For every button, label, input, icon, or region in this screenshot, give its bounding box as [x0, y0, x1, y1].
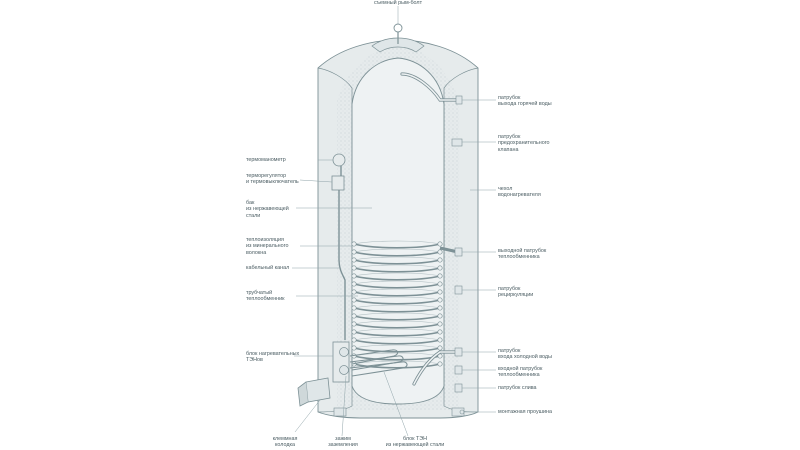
coil-tube-section	[351, 345, 357, 351]
coil-tube-section	[351, 241, 357, 247]
coil-tube-section	[351, 265, 357, 271]
label-top-bolt: съемный рым-болт	[373, 0, 423, 6]
coil-tube-section	[351, 313, 357, 319]
coil-tube-section	[351, 337, 357, 343]
drain-port	[454, 383, 463, 393]
coil-tube-section	[351, 281, 357, 287]
coil-tube-section	[437, 281, 443, 287]
label-recirculation: патрубок рециркуляции	[498, 286, 534, 299]
label-insulation: теплоизоляция из минерального волокна	[246, 237, 289, 256]
coil-turn-back	[353, 336, 441, 341]
label-ground-clamp: зажим заземления	[328, 436, 358, 449]
coil-turn	[353, 315, 441, 321]
label-tank: бак из нержавеющей стали	[246, 200, 289, 219]
coil-tube-section	[437, 345, 443, 351]
coil-inlet-port	[454, 365, 463, 375]
coil-turn	[353, 323, 441, 329]
lifting-eye-bolt	[393, 23, 403, 33]
label-coil-outlet: выходной патрубок теплообменника	[498, 248, 547, 261]
coil-tube-section	[437, 257, 443, 263]
coil-turn	[353, 275, 441, 281]
coil-tube-section	[351, 257, 357, 263]
coil-turn-back	[353, 328, 441, 333]
coil-turn-back	[353, 240, 441, 245]
coil-tube-section	[437, 273, 443, 279]
coil-turn	[353, 363, 441, 369]
mount-foot-left	[333, 407, 347, 417]
label-casing: чехол водонагревателя	[498, 186, 541, 199]
cable-channel	[338, 166, 346, 340]
coil-tube-section	[351, 321, 357, 327]
label-hot-outlet: патрубок выхода горячей воды	[498, 95, 552, 108]
coil-tube-section	[351, 249, 357, 255]
coil-turn-back	[353, 296, 441, 301]
coil-turn-back	[353, 272, 441, 277]
thermomanometer-dial	[332, 153, 346, 167]
coil-tube-section	[437, 361, 443, 367]
coil-tube-section	[351, 329, 357, 335]
label-terminal-box: клеммная колодка	[272, 436, 298, 449]
coil-turn-back	[353, 264, 441, 269]
coil-tube-section	[351, 305, 357, 311]
leader-lines	[292, 6, 496, 437]
label-drain: патрубок слива	[498, 385, 537, 391]
coil-turn-back	[353, 360, 441, 365]
coil-tube-section	[437, 297, 443, 303]
coil-tube-section	[437, 265, 443, 271]
coil-tube-section	[437, 241, 443, 247]
coil-turn-back	[353, 288, 441, 293]
coil-tube-section	[437, 313, 443, 319]
coil-tube-section	[437, 289, 443, 295]
coil-turn-back	[353, 304, 441, 309]
top-cap	[371, 37, 425, 53]
label-heater-block: блок нагревательных ТЭНов	[246, 351, 300, 364]
coil-tube-section	[351, 297, 357, 303]
thermostat-box	[331, 175, 345, 191]
ten-heating-elements	[349, 349, 408, 377]
coil-turn-back	[353, 280, 441, 285]
mount-foot-right	[451, 407, 465, 417]
label-cable-channel: кабельный канал	[246, 265, 290, 271]
coil-turn-back	[353, 256, 441, 261]
safety-valve-port	[451, 138, 463, 147]
coil-turn	[353, 339, 441, 345]
coil-tube-section	[437, 337, 443, 343]
coil-tube-section	[437, 329, 443, 335]
coil-turn-back	[353, 344, 441, 349]
terminal-box	[305, 377, 331, 403]
label-safety-valve: патрубок предохранительного клапана	[498, 134, 550, 153]
label-cold-inlet: патрубок входа холодной воды	[498, 348, 552, 361]
coil-tube-section	[351, 273, 357, 279]
coil-turn	[353, 307, 441, 313]
recirculation-port	[454, 285, 463, 295]
coil-turn	[353, 243, 441, 249]
label-tube-coil: трубчатый теплообменник	[246, 290, 285, 303]
coil-tube-section	[351, 289, 357, 295]
label-ten-block: блок ТЭН из нержавеющей стали	[385, 436, 445, 449]
label-thermomanometer: термоманометр	[246, 157, 286, 163]
coil-tube-section	[437, 305, 443, 311]
coil-turn	[353, 291, 441, 297]
coil-turn	[353, 259, 441, 265]
coil-tube-section	[437, 321, 443, 327]
coil-tube-section	[437, 249, 443, 255]
coil-turn-back	[353, 248, 441, 253]
coil-turn-back	[353, 320, 441, 325]
label-mount-eye: монтажная проушина	[498, 409, 552, 415]
coil-turn-back	[353, 312, 441, 317]
coil-turn	[353, 331, 441, 337]
label-thermostat: терморегулятор и термовыключатель	[246, 173, 299, 186]
label-coil-inlet: входной патрубок теплообменника	[498, 366, 543, 379]
coil-turn	[353, 267, 441, 273]
coil-turn	[353, 283, 441, 289]
coil-turn	[353, 299, 441, 305]
coil-turn	[353, 251, 441, 257]
inner-tank	[351, 57, 445, 405]
